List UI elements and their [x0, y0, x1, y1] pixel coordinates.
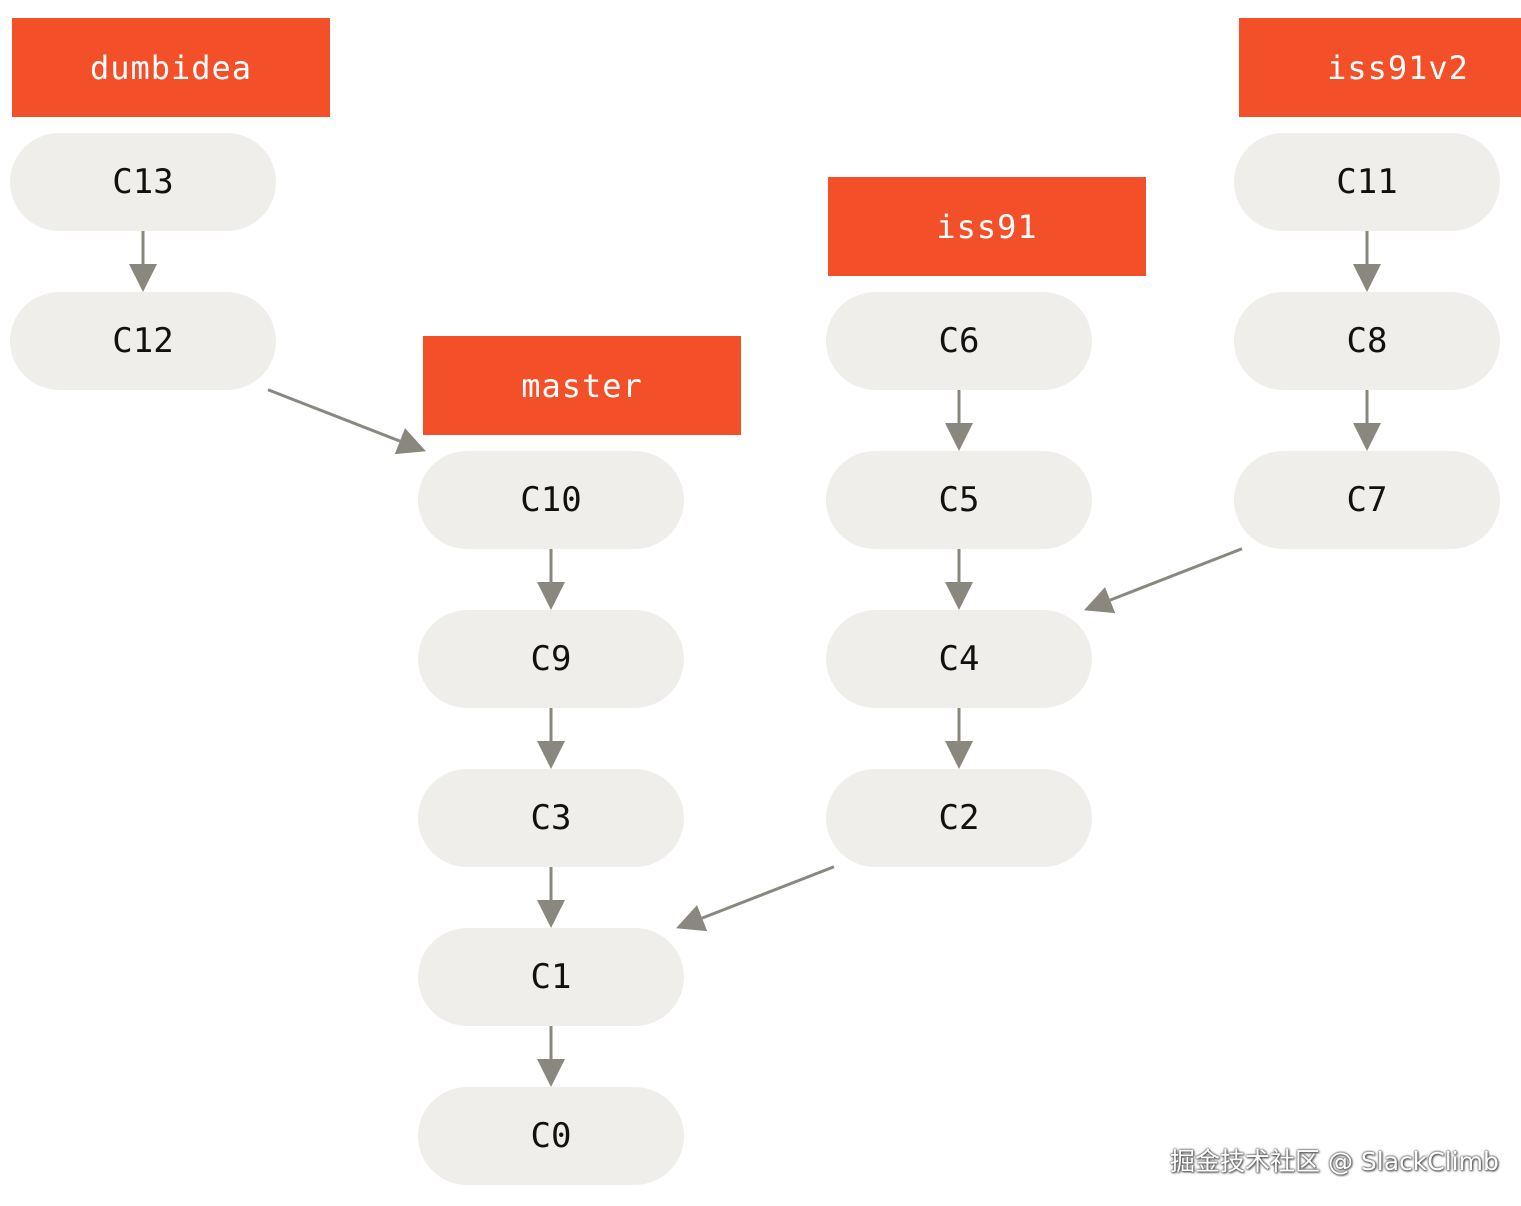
edge-c12-to-c10 — [267, 388, 401, 443]
arrowhead-c6-to-c5 — [945, 423, 973, 451]
arrowhead-c2-to-c1 — [676, 905, 708, 932]
arrowhead-c13-to-c12 — [129, 264, 157, 292]
arrowhead-c9-to-c3 — [537, 741, 565, 769]
commit-node-c2: C2 — [826, 769, 1092, 867]
commit-node-c4: C4 — [826, 610, 1092, 708]
edge-c7-to-c4 — [1109, 547, 1243, 602]
branch-label-dumbidea: dumbidea — [12, 18, 330, 117]
arrowhead-c5-to-c4 — [945, 582, 973, 610]
commit-node-c10: C10 — [418, 451, 684, 549]
arrowhead-c11-to-c8 — [1353, 264, 1381, 292]
commit-node-c5: C5 — [826, 451, 1092, 549]
commit-node-c11: C11 — [1234, 133, 1500, 231]
commit-node-c6: C6 — [826, 292, 1092, 390]
arrowhead-c10-to-c9 — [537, 582, 565, 610]
branch-label-master: master — [423, 336, 741, 435]
commit-node-c7: C7 — [1234, 451, 1500, 549]
commit-node-c0: C0 — [418, 1087, 684, 1185]
arrowhead-c1-to-c0 — [537, 1059, 565, 1087]
branch-label-iss91v2: iss91v2 — [1239, 18, 1521, 117]
commit-node-c12: C12 — [10, 292, 276, 390]
commit-node-c13: C13 — [10, 133, 276, 231]
watermark-text: 掘金技术社区 @ SlackClimb — [1170, 1147, 1499, 1176]
arrowhead-c3-to-c1 — [537, 900, 565, 928]
commit-node-c9: C9 — [418, 610, 684, 708]
arrowhead-c4-to-c2 — [945, 741, 973, 769]
commit-node-c3: C3 — [418, 769, 684, 867]
arrowhead-c8-to-c7 — [1353, 423, 1381, 451]
branch-label-iss91: iss91 — [828, 177, 1146, 276]
commit-node-c1: C1 — [418, 928, 684, 1026]
edge-c2-to-c1 — [701, 865, 835, 920]
arrowhead-c12-to-c10 — [394, 428, 426, 455]
arrowhead-c7-to-c4 — [1084, 587, 1116, 614]
commit-node-c8: C8 — [1234, 292, 1500, 390]
